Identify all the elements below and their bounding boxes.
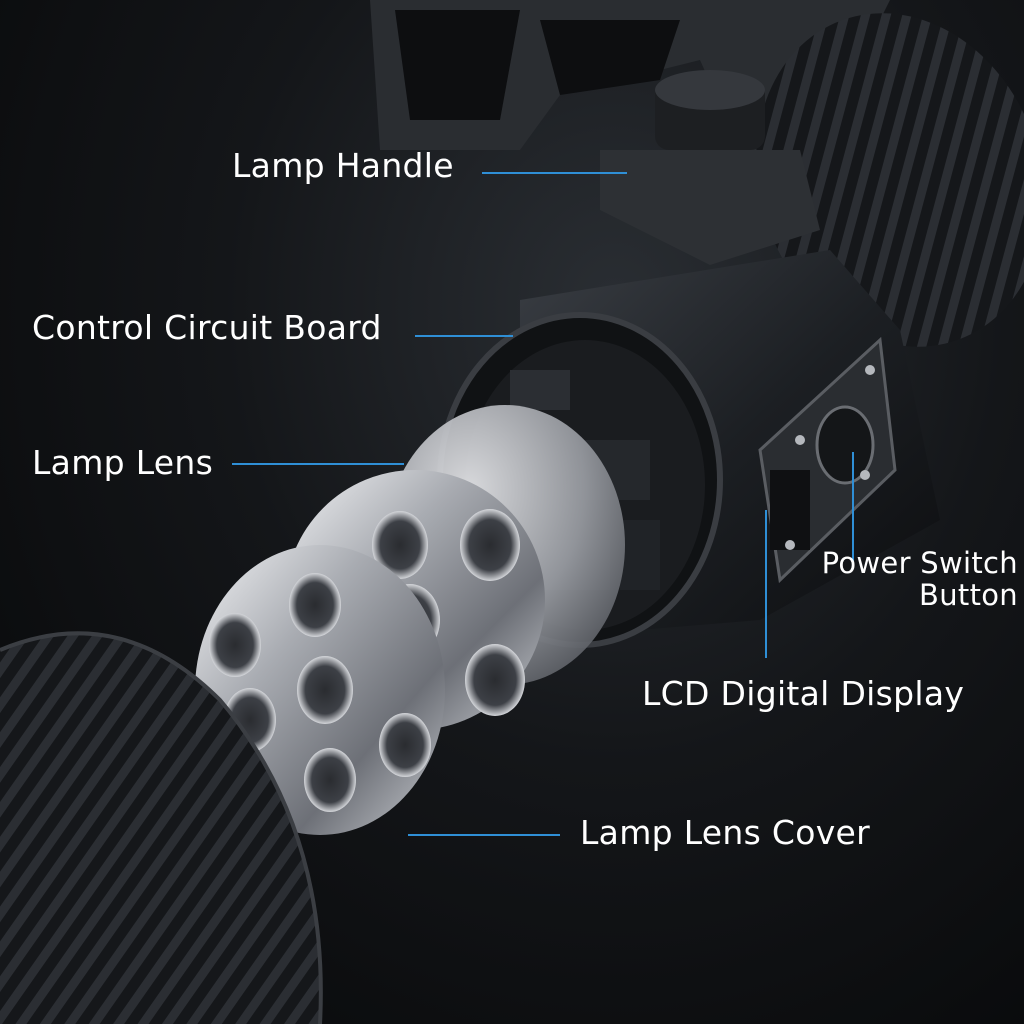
label-lcd-digital-display: LCD Digital Display bbox=[642, 674, 965, 713]
leader-line-lamp-lens bbox=[232, 463, 404, 465]
leader-line-power-switch-vertical bbox=[852, 452, 854, 562]
leader-line-lamp-lens-cover bbox=[408, 834, 560, 836]
label-lamp-lens-cover: Lamp Lens Cover bbox=[580, 813, 871, 852]
mount-block bbox=[600, 70, 820, 265]
label-power-switch-line2: Button bbox=[919, 577, 1018, 612]
front-heatsink bbox=[0, 631, 323, 1024]
side-panel bbox=[758, 336, 897, 584]
label-control-circuit-board: Control Circuit Board bbox=[32, 308, 382, 347]
leader-line-lcd-vertical bbox=[765, 510, 767, 658]
label-lamp-handle: Lamp Handle bbox=[232, 146, 454, 185]
leader-line-control-circuit-board bbox=[415, 335, 513, 337]
label-power-switch-button: Power Switch Button bbox=[808, 546, 1018, 612]
label-lamp-lens: Lamp Lens bbox=[32, 443, 214, 482]
leader-line-lamp-handle bbox=[482, 172, 627, 174]
label-power-switch-line1: Power Switch bbox=[821, 546, 1018, 580]
